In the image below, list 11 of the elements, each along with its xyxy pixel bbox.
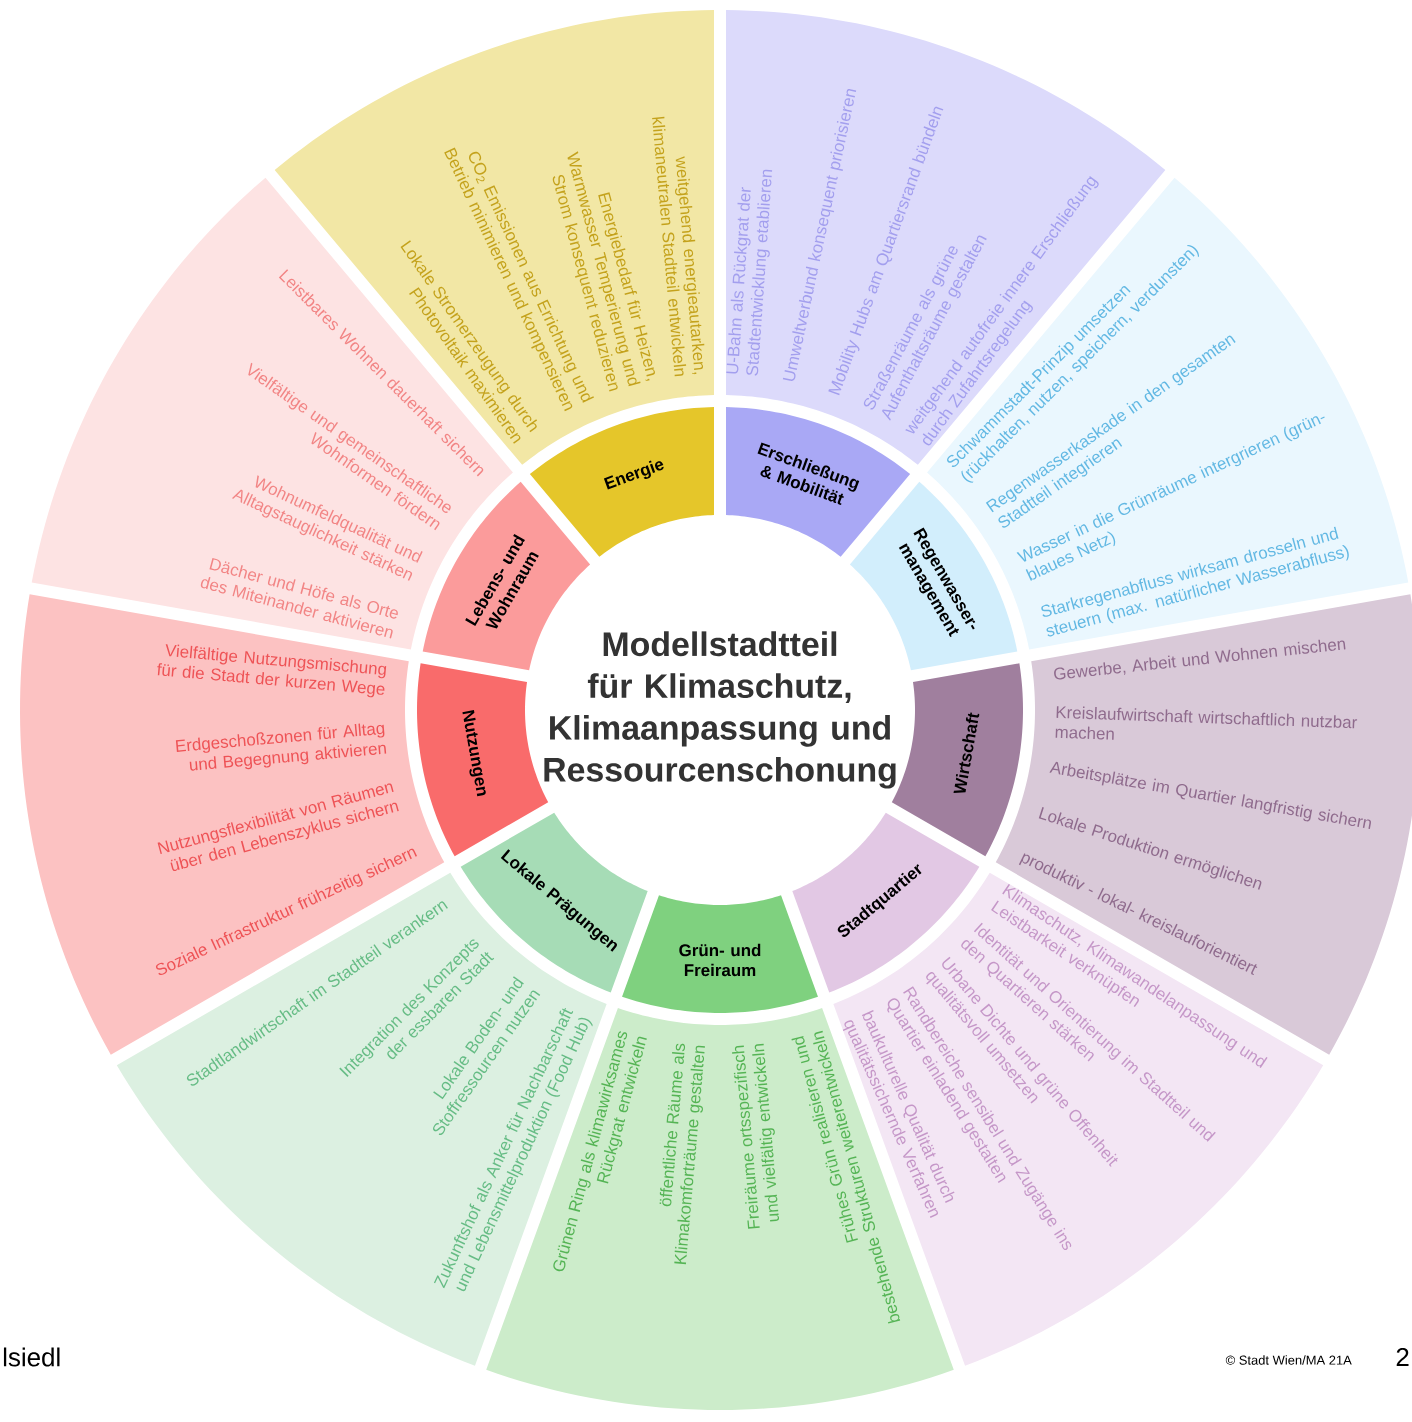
copyright-note: © Stadt Wien/MA 21A bbox=[1225, 1355, 1352, 1365]
goal-text: Erdgeschoßzonen für Alltag und Begegnung aktivieren bbox=[175, 723, 387, 771]
goal-text: Vielfältige Nutzungsmischung für die Stadt der kurzen Wege bbox=[157, 644, 387, 698]
page-number: 2 bbox=[1396, 1347, 1409, 1367]
goal-text: öffentliche Räume als Klimakomforträume gestalten bbox=[659, 1043, 705, 1265]
goal-text: Freiräume ortsspezifisch und vielfältig entwickeln bbox=[732, 1043, 780, 1229]
goal-text: Kreislaufwirtschaft wirtschaftlich nutzbar machen bbox=[1055, 706, 1358, 740]
goal-text: Gewerbe, Arbeit und Wohnen mischen bbox=[1054, 639, 1346, 680]
ring-segment: Grün- und Freiraum bbox=[622, 895, 818, 1013]
goal-text: U-Bahn als Rückgrat der Stadtentwicklung etablieren bbox=[726, 169, 773, 376]
page-footer-text: lsiedl bbox=[3, 1347, 60, 1367]
